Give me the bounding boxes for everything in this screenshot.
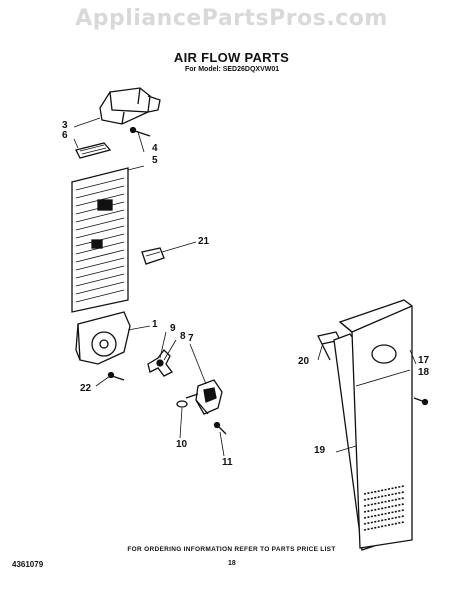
fan-motor-part	[185, 379, 223, 415]
fan-blade-part	[147, 349, 173, 377]
callout-label: 3	[62, 120, 68, 131]
watermark: AppliancePartsPros.com	[75, 6, 388, 31]
callout-label: 10	[176, 439, 188, 450]
callout-label: 17	[418, 355, 430, 366]
air-duct-part	[99, 87, 161, 125]
callout-label: 11	[222, 457, 233, 468]
callout-label: 19	[314, 445, 326, 456]
callout-label: 6	[62, 130, 68, 141]
grommet-part	[176, 400, 188, 408]
callout-label: 1	[152, 319, 158, 330]
callout-label: 21	[198, 236, 210, 247]
callout-label: 22	[80, 383, 92, 394]
screw-part	[413, 397, 429, 406]
screw-part	[213, 421, 227, 435]
callout-label: 7	[188, 333, 194, 344]
callout-label: 8	[180, 331, 186, 342]
part-number: 4361079	[12, 560, 44, 569]
grille-part	[75, 142, 112, 159]
leader-lines	[73, 117, 417, 457]
callout-label: 18	[418, 367, 430, 378]
fan-shroud-part	[75, 311, 131, 365]
evaporator-cover-part	[71, 167, 129, 313]
callout-label: 4	[152, 143, 158, 154]
rear-duct-cover-part	[338, 299, 413, 549]
page-title: AIR FLOW PARTS	[173, 50, 290, 65]
clip-part	[141, 247, 165, 265]
page-number: 18	[228, 560, 236, 567]
model-line: For Model: SED26DQXVW01	[185, 66, 280, 73]
callout-label: 9	[170, 323, 176, 334]
callout-label: 20	[298, 356, 310, 367]
callout-label: 5	[152, 155, 158, 166]
ordering-note: FOR ORDERING INFORMATION REFER TO PARTS …	[127, 546, 336, 553]
screw-part	[129, 126, 151, 137]
screw-part	[107, 371, 125, 381]
